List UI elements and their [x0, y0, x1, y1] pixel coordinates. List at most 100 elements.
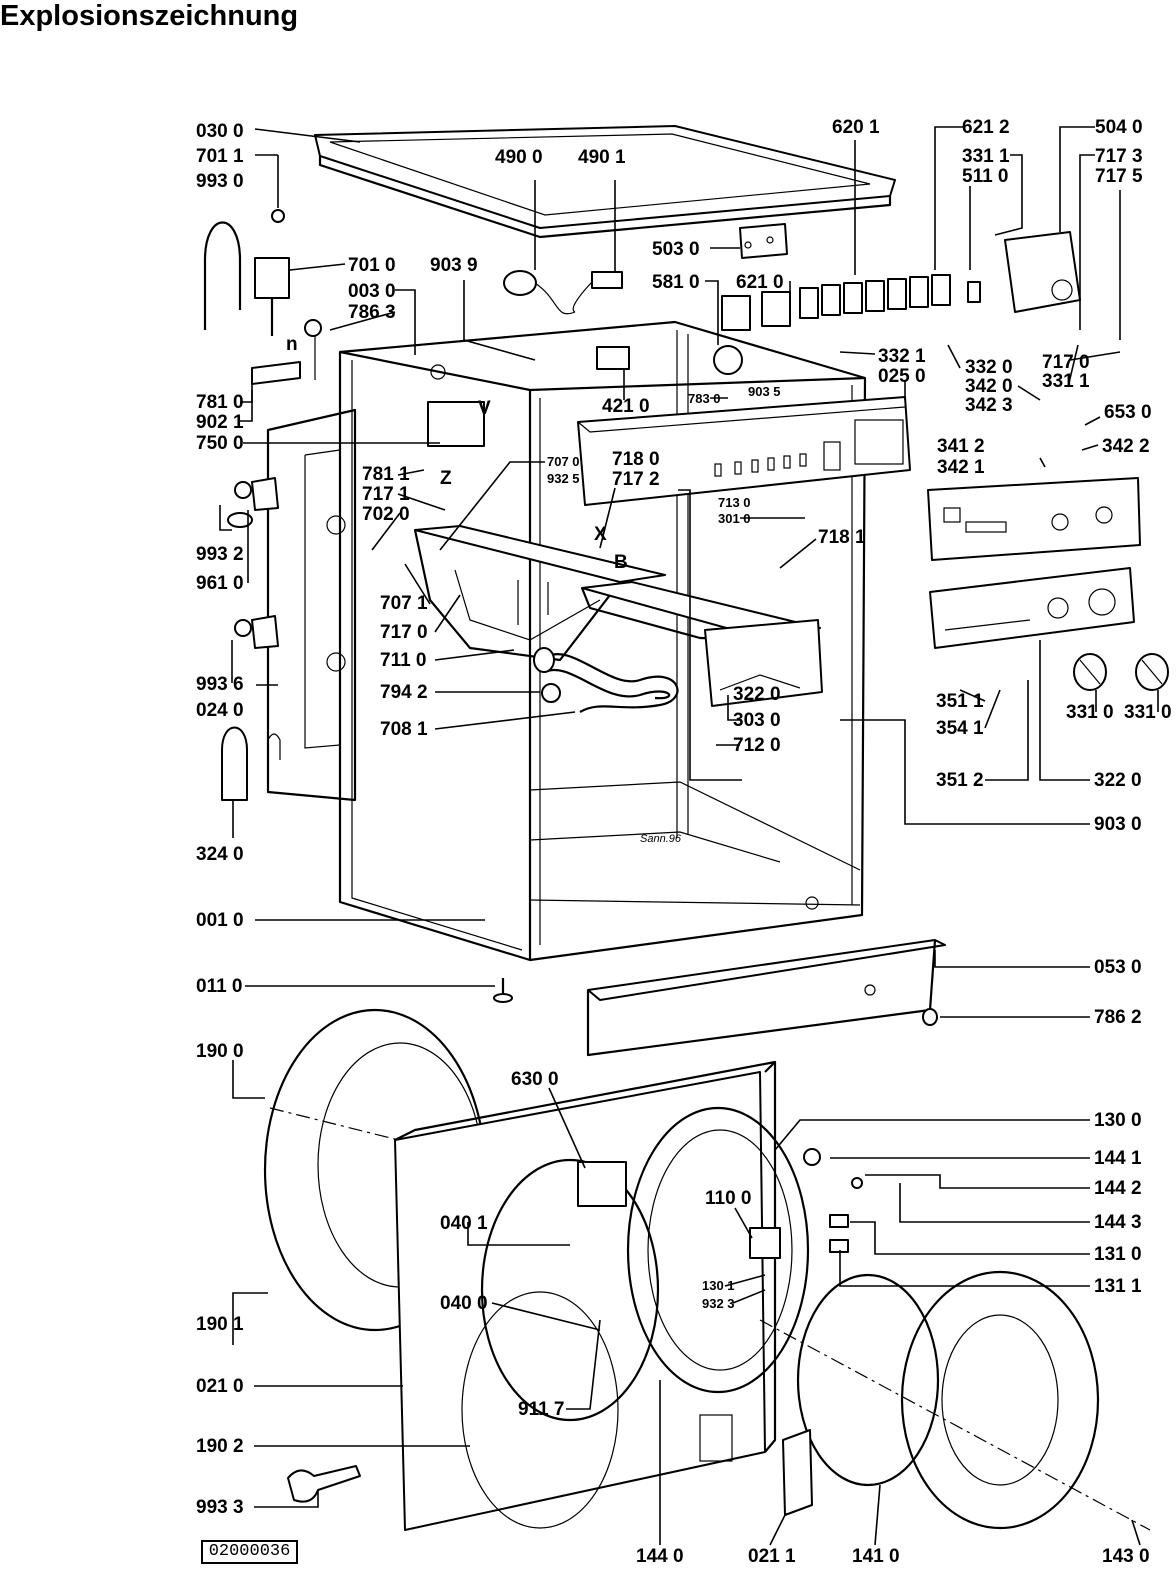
part-label: 701 0: [348, 255, 396, 276]
damper-part-upper: [227, 477, 279, 528]
side-panel-part: [266, 408, 357, 802]
inlet-valve-part: [203, 209, 290, 336]
part-label: 131 0: [1094, 1244, 1142, 1265]
part-label: 707 0: [547, 454, 580, 469]
part-label: 621 2: [962, 117, 1010, 138]
part-label: 750 0: [196, 433, 244, 454]
part-label: 712 0: [733, 735, 781, 756]
document-number-box: 02000036: [201, 1540, 298, 1564]
part-label: 130 0: [1094, 1110, 1142, 1131]
part-label: 110 0: [705, 1188, 752, 1209]
door-ring-part: [626, 1106, 810, 1394]
part-label: 490 0: [495, 147, 543, 168]
part-label: 342 0: [965, 376, 1013, 397]
part-label: 331 1: [962, 146, 1010, 167]
inline-marking-sann: Sann.96: [640, 833, 682, 845]
inline-marking-z: Z: [440, 468, 452, 489]
part-label: 354 1: [936, 718, 984, 739]
hinge-part: [803, 1148, 863, 1253]
part-label: 708 1: [380, 719, 428, 740]
part-label: 621 0: [736, 272, 784, 293]
part-label: 717 3: [1095, 146, 1143, 167]
knob-left-part: [1073, 653, 1107, 691]
detergent-housing-part: [413, 525, 666, 662]
part-label: 911 7: [518, 1399, 565, 1420]
part-label: 190 0: [196, 1041, 244, 1062]
part-label: 902 1: [196, 412, 244, 433]
damper-part-lower: [234, 615, 279, 649]
electronic-board-part: [739, 223, 788, 259]
inline-marking-b: B: [614, 552, 628, 573]
part-label: 511 0: [962, 166, 1009, 187]
knob-right-part: [1135, 653, 1169, 691]
program-panel-part: [929, 567, 1135, 649]
control-panel-bracket-part: [577, 396, 911, 506]
part-label: 713 0: [718, 495, 751, 510]
part-label: 011 0: [196, 976, 243, 997]
suppressor-part: [596, 346, 630, 370]
inline-marking-n: n: [286, 334, 298, 355]
hose-part: [533, 647, 679, 713]
part-label: 303 0: [733, 710, 781, 731]
part-label: 130 1: [702, 1278, 735, 1293]
part-label: 351 2: [936, 770, 984, 791]
part-label: 421 0: [602, 396, 650, 417]
part-label: 324 0: [196, 844, 244, 865]
front-panel-part: [394, 1060, 777, 1531]
part-label: 783 0: [688, 391, 721, 406]
part-label: 903 5: [748, 384, 781, 399]
front-fascia-part: [927, 477, 1141, 561]
water-valve-bracket-part: [251, 319, 322, 385]
part-label: 342 1: [937, 457, 985, 478]
kick-plate-part: [586, 939, 946, 1057]
part-label: 190 1: [196, 1314, 244, 1335]
relay-bank-part: [721, 274, 951, 331]
foot-screw-part: [493, 978, 513, 1003]
part-label: 717 2: [612, 469, 660, 490]
part-label: 001 0: [196, 910, 244, 931]
cable-assembly-part: [503, 270, 623, 315]
program-timer-part: [967, 231, 1081, 313]
wrench-tool-part: [287, 1465, 361, 1503]
part-label: 503 0: [652, 239, 700, 260]
part-label: 143 0: [1102, 1546, 1150, 1567]
part-label: 351 1: [936, 691, 984, 712]
control-unit-part: V Z X B n: [286, 334, 628, 573]
part-label: 932 5: [547, 471, 580, 486]
inline-marking-x: X: [594, 524, 607, 545]
pressure-switch-part: [713, 345, 743, 375]
part-label: 786 2: [1094, 1007, 1142, 1028]
part-label: 707 1: [380, 593, 428, 614]
part-label: 322 0: [1094, 770, 1142, 791]
part-label: 717 0: [380, 622, 428, 643]
part-label: 718 1: [818, 527, 866, 548]
part-label: 144 1: [1094, 1148, 1142, 1169]
part-label: 717 0: [1042, 352, 1090, 373]
part-label: 903 9: [430, 255, 478, 276]
part-label: 620 1: [832, 117, 880, 138]
part-label: 961 0: [196, 573, 244, 594]
part-label: 993 3: [196, 1497, 244, 1518]
part-label: 342 3: [965, 395, 1013, 416]
part-label: 581 0: [652, 272, 700, 293]
part-label: 342 2: [1102, 436, 1150, 457]
part-label: 190 2: [196, 1436, 244, 1457]
part-label: 341 2: [937, 436, 985, 457]
cover-flap-part: [782, 1429, 813, 1516]
part-label: 021 0: [196, 1376, 244, 1397]
part-label: 322 0: [733, 684, 781, 705]
door-glass-part: [759, 1270, 1151, 1531]
detergent-drawer-part: [580, 581, 823, 707]
part-label: 144 0: [636, 1546, 684, 1567]
inline-marking-v: V: [478, 398, 491, 419]
part-label: 144 3: [1094, 1212, 1142, 1233]
page-title: Explosionszeichnung: [0, 0, 299, 32]
part-label: 717 1: [362, 484, 410, 505]
part-number-labels: 030 0 701 1 993 0 490 0 490 1 620 1 621 …: [196, 117, 1172, 1567]
part-label: 332 0: [965, 357, 1013, 378]
part-label: 932 3: [702, 1296, 735, 1311]
part-label: 504 0: [1095, 117, 1143, 138]
part-label: 903 0: [1094, 814, 1142, 835]
part-label: 040 1: [440, 1213, 488, 1234]
